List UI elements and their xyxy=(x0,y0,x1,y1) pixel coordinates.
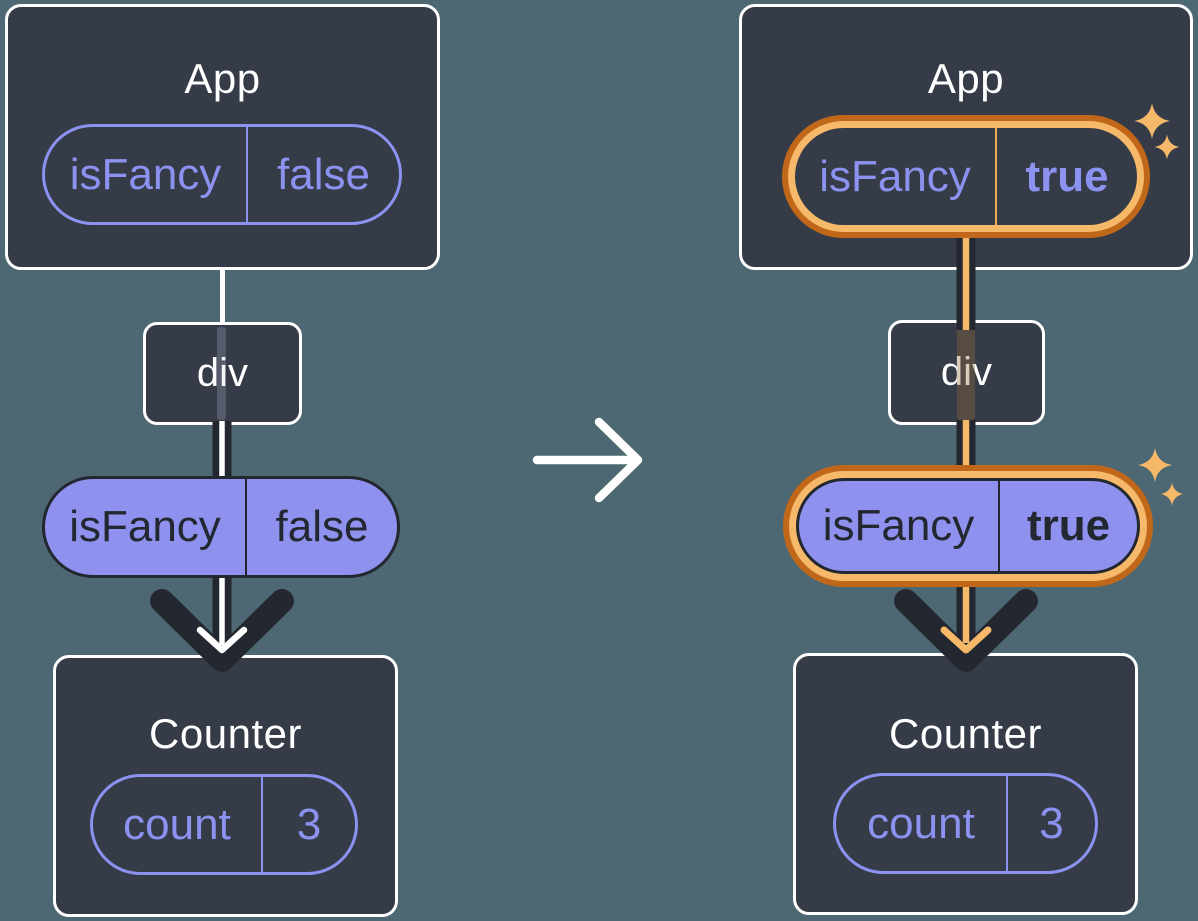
sparkle-icon-small xyxy=(1154,134,1180,160)
prop-value: false xyxy=(275,502,369,551)
state-pill-counter-before: count 3 xyxy=(90,774,358,875)
prop-pill-passed-after-highlight: isFancy true xyxy=(783,465,1153,587)
component-title: Counter xyxy=(149,710,302,757)
prop-name: isFancy xyxy=(795,128,997,225)
prop-value: true xyxy=(1026,501,1111,550)
state-value: 3 xyxy=(296,799,322,849)
sparkle-icon-large xyxy=(1134,103,1170,139)
component-title: App xyxy=(184,55,261,102)
state-pill-app-after: isFancy true xyxy=(795,128,1137,225)
prop-name: isFancy xyxy=(799,481,1000,571)
connector-ghost-stripe xyxy=(217,327,226,420)
prop-name: isFancy xyxy=(45,127,248,222)
div-tag-label: div xyxy=(940,350,993,394)
state-pill-counter-after: count 3 xyxy=(833,773,1098,874)
highlight-ring: isFancy true xyxy=(789,471,1147,581)
state-name: count xyxy=(93,777,263,872)
div-tag-box-after: div xyxy=(888,320,1045,425)
highlight-ring: isFancy true xyxy=(788,121,1144,232)
state-value: 3 xyxy=(1039,798,1064,848)
prop-value: false xyxy=(277,149,370,199)
state-name: count xyxy=(836,776,1008,871)
component-title: App xyxy=(927,55,1005,102)
div-tag-label: div xyxy=(196,351,249,395)
state-pill-app-after-highlight: isFancy true xyxy=(782,115,1150,238)
state-pill-app-before: isFancy false xyxy=(42,124,402,225)
prop-pill-passed-after: isFancy true xyxy=(796,478,1140,574)
div-tag-box-before: div xyxy=(143,322,302,425)
connector-app-div-before xyxy=(220,266,225,326)
prop-pill-passed-before: isFancy false xyxy=(42,476,400,578)
component-title: Counter xyxy=(889,710,1042,757)
prop-name: isFancy xyxy=(45,479,247,575)
sparkle-icon-large xyxy=(1138,448,1172,482)
sparkle-icon-small xyxy=(1160,482,1184,506)
connector-ghost-stripe xyxy=(957,325,975,420)
prop-value: true xyxy=(1025,151,1109,201)
